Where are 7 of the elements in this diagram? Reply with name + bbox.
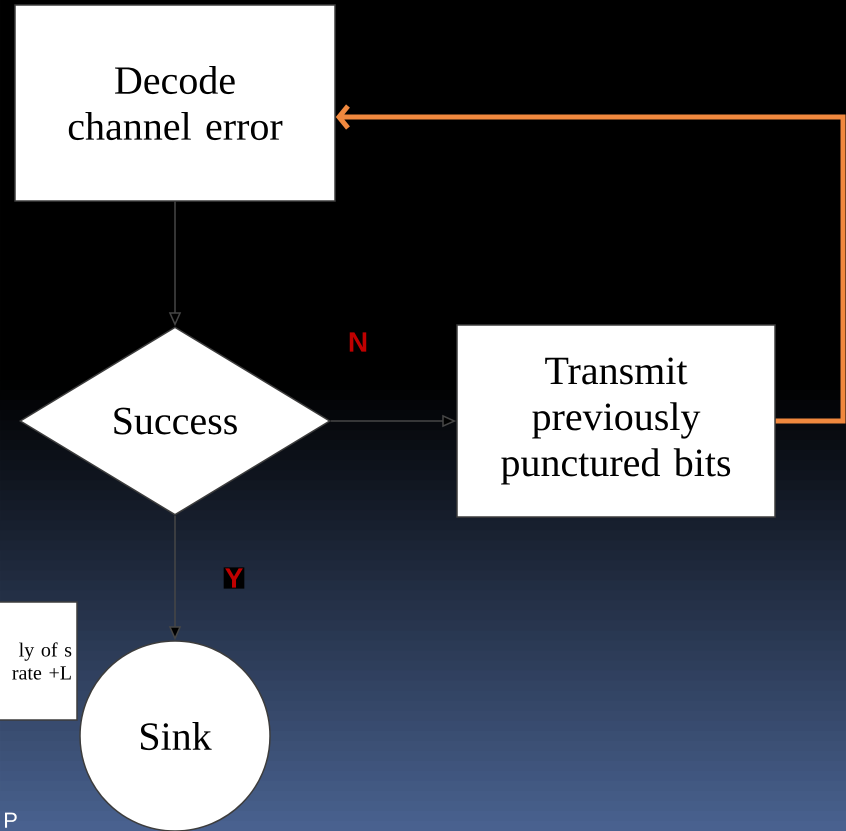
edge-label: N — [346, 331, 370, 353]
text-label: P — [5, 812, 17, 828]
process-box: Decode channel error — [14, 4, 336, 202]
process-box: Transmit previously punctured bits — [456, 324, 776, 518]
edge-label: Y — [224, 567, 244, 589]
process-box: ly of s rate +L — [0, 601, 78, 721]
arrow — [336, 104, 846, 424]
